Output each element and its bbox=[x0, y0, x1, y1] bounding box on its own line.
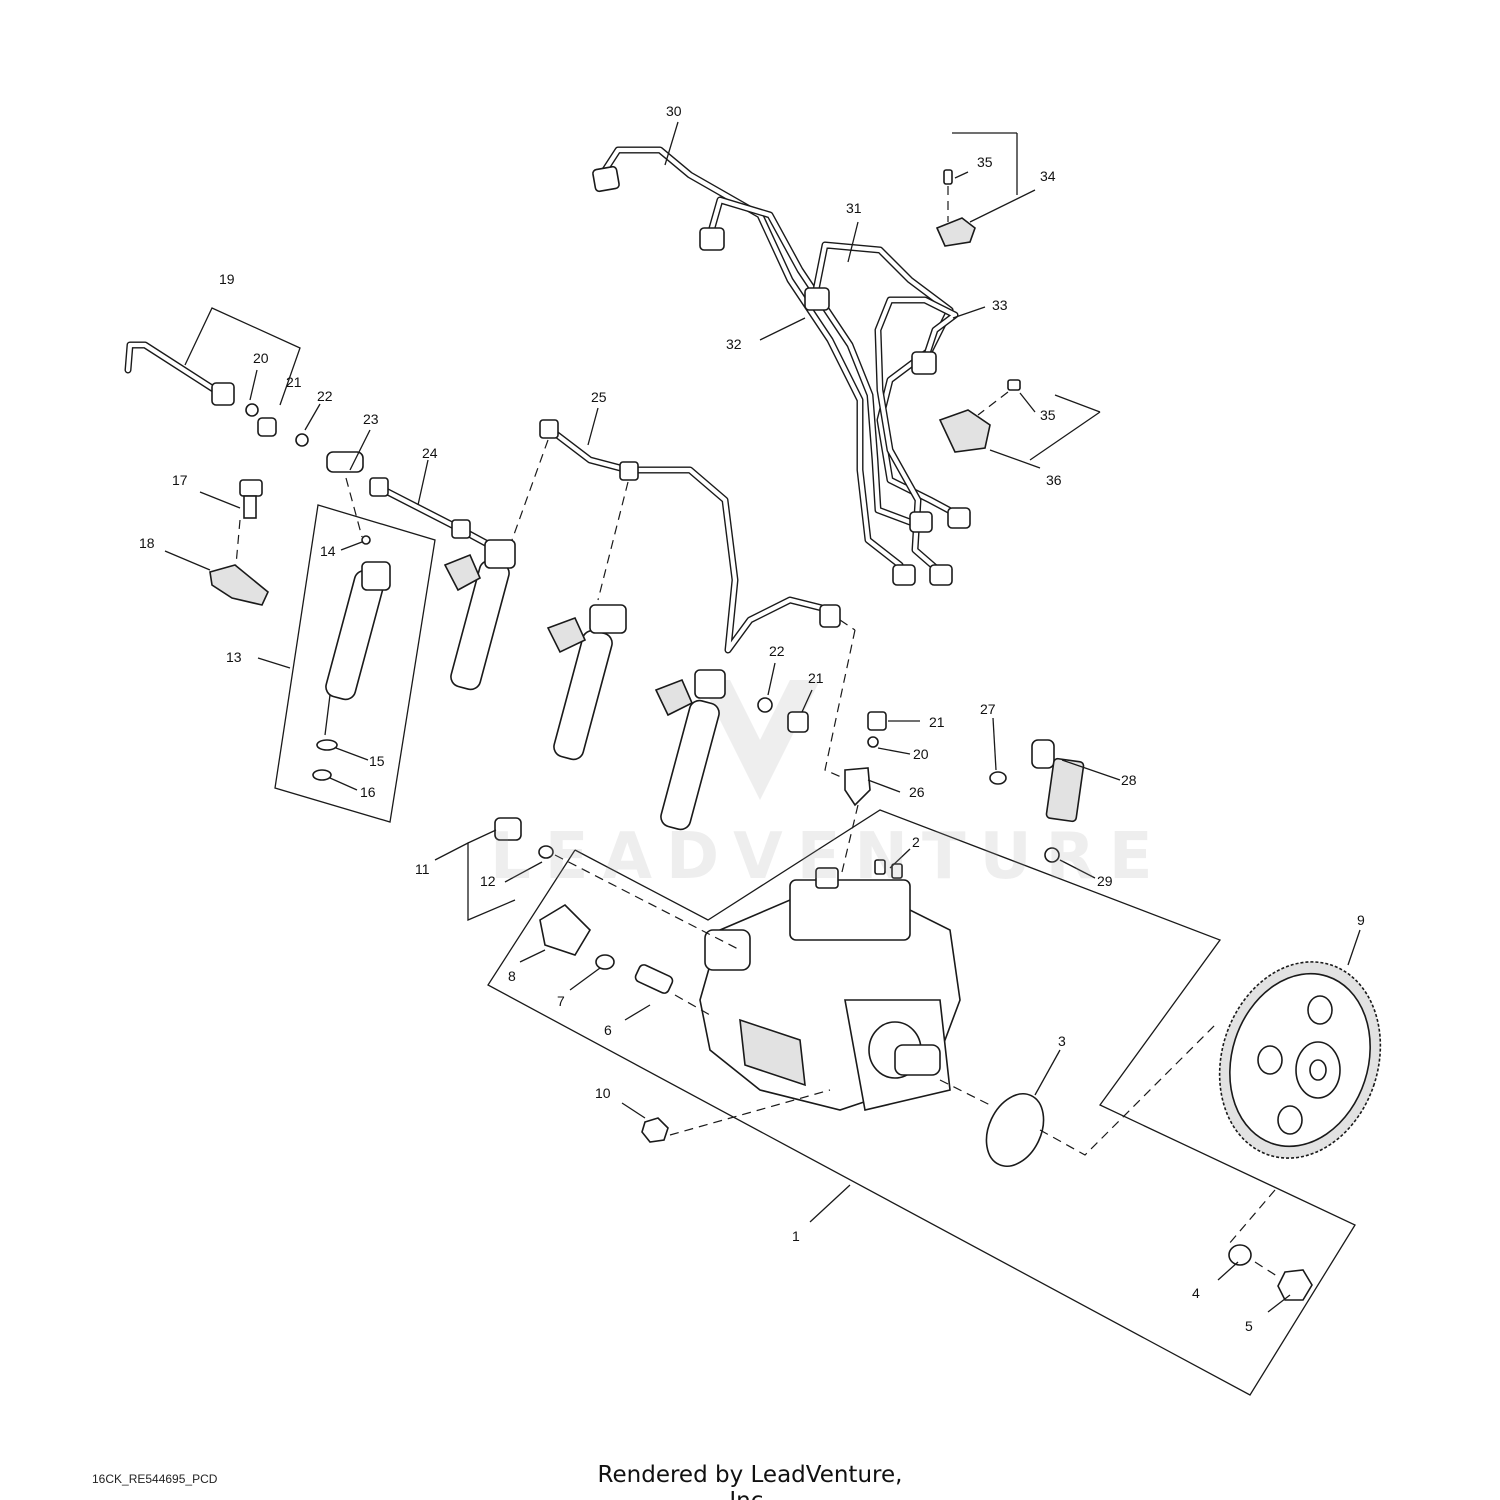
callout-8: 8 bbox=[508, 968, 516, 984]
callout-31: 31 bbox=[846, 200, 862, 216]
injector-seals bbox=[312, 477, 371, 781]
injection-pump bbox=[699, 859, 961, 1111]
callout-21: 21 bbox=[286, 374, 302, 390]
leak-off-line-25 bbox=[511, 419, 856, 781]
callout-29: 29 bbox=[1097, 873, 1113, 889]
watermark: LEADVENTURE bbox=[490, 820, 1167, 894]
callout-labels: 1 2 3 4 5 6 7 8 9 10 11 12 13 14 15 16 1… bbox=[139, 103, 1365, 1334]
pump-nut-10 bbox=[641, 1089, 831, 1143]
diagram-code: 16CK_RE544695_PCD bbox=[92, 1472, 218, 1486]
pump-return-fittings bbox=[757, 697, 887, 873]
fuel-injector bbox=[546, 604, 627, 761]
callout-5: 5 bbox=[1245, 1318, 1253, 1334]
callout-32: 32 bbox=[726, 336, 742, 352]
callout-15: 15 bbox=[369, 753, 385, 769]
gear-washer-and-nut bbox=[1228, 1244, 1313, 1301]
callout-23: 23 bbox=[363, 411, 379, 427]
callout-9: 9 bbox=[1357, 912, 1365, 928]
injection-pipe-set bbox=[592, 146, 971, 586]
pump-drive-gear bbox=[1218, 961, 1382, 1246]
callout-1: 1 bbox=[792, 1228, 800, 1244]
leader-lines bbox=[164, 121, 1361, 1313]
callout-11: 11 bbox=[415, 861, 430, 877]
callout-22: 22 bbox=[769, 643, 785, 659]
pipe-clamp-36 bbox=[938, 379, 1021, 453]
callout-4: 4 bbox=[1192, 1285, 1200, 1301]
pump-solenoid bbox=[539, 903, 711, 1016]
callout-26: 26 bbox=[909, 784, 925, 800]
callout-28: 28 bbox=[1121, 772, 1137, 788]
callout-16: 16 bbox=[360, 784, 376, 800]
callout-20: 20 bbox=[253, 350, 269, 366]
callout-14: 14 bbox=[320, 543, 336, 559]
callout-25: 25 bbox=[591, 389, 607, 405]
callout-35: 35 bbox=[1040, 407, 1056, 423]
callout-24: 24 bbox=[422, 445, 438, 461]
watermark-logo bbox=[700, 680, 820, 800]
callout-33: 33 bbox=[992, 297, 1008, 313]
callout-30: 30 bbox=[666, 103, 682, 119]
callout-6: 6 bbox=[604, 1022, 612, 1038]
pump-fitting-11 bbox=[494, 817, 741, 951]
callout-22: 22 bbox=[317, 388, 333, 404]
leak-off-line-19 bbox=[124, 341, 364, 473]
injector-group-frame bbox=[274, 504, 436, 823]
pump-group-frame bbox=[487, 809, 1356, 1396]
callout-3: 3 bbox=[1058, 1033, 1066, 1049]
fuel-injector bbox=[324, 561, 391, 736]
fuel-injector bbox=[654, 669, 726, 831]
callout-34: 34 bbox=[1040, 168, 1056, 184]
callout-7: 7 bbox=[557, 993, 565, 1009]
callout-21: 21 bbox=[808, 670, 824, 686]
callout-21: 21 bbox=[929, 714, 945, 730]
callout-12: 12 bbox=[480, 873, 496, 889]
callout-27: 27 bbox=[980, 701, 996, 717]
pipe-clamp-34 bbox=[935, 169, 976, 247]
callout-20: 20 bbox=[913, 746, 929, 762]
callout-10: 10 bbox=[595, 1085, 611, 1101]
callout-36: 36 bbox=[1046, 472, 1062, 488]
injector-clamp bbox=[209, 479, 269, 606]
callout-19: 19 bbox=[219, 271, 235, 287]
render-credit: Rendered by LeadVenture, Inc. bbox=[597, 1462, 903, 1500]
sensor-and-seal bbox=[989, 739, 1085, 863]
callout-18: 18 bbox=[139, 535, 155, 551]
fuel-injector bbox=[443, 539, 516, 691]
callout-13: 13 bbox=[226, 649, 242, 665]
leak-off-line-24 bbox=[369, 477, 499, 552]
callout-2: 2 bbox=[912, 834, 920, 850]
pump-mount-oring bbox=[939, 1024, 1216, 1167]
callout-35: 35 bbox=[977, 154, 993, 170]
callout-17: 17 bbox=[172, 472, 188, 488]
